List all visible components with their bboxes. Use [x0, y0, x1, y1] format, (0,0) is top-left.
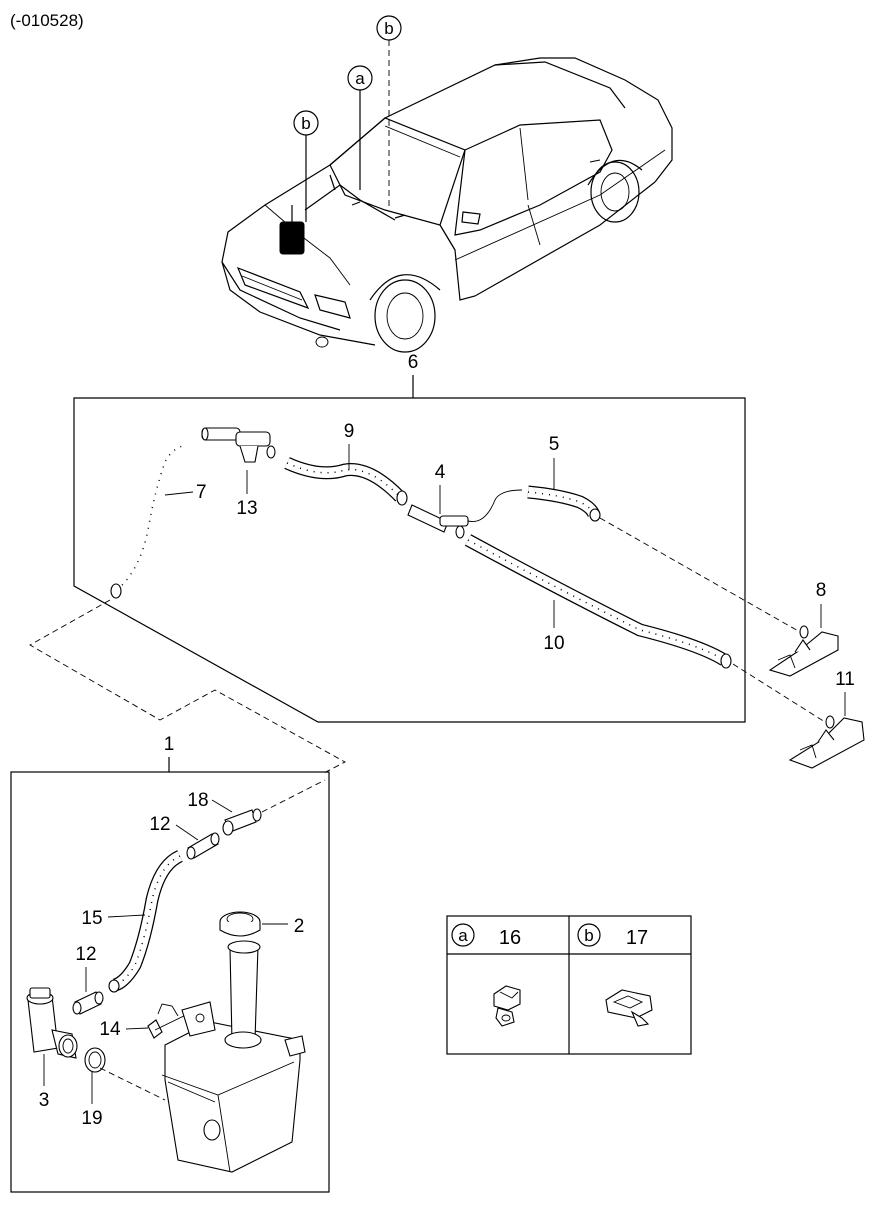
hose-9 — [284, 457, 408, 506]
hose-10 — [464, 534, 732, 669]
hose-12-upper — [186, 832, 220, 860]
legend-part-16: 16 — [499, 927, 521, 949]
callout-12-upper: 12 — [149, 814, 170, 835]
hose-7 — [110, 439, 188, 599]
callout-5: 5 — [549, 434, 560, 455]
legend-letter-a: a — [458, 926, 468, 945]
legend-part-17: 17 — [626, 927, 648, 949]
hose-5 — [527, 485, 601, 522]
washer-reservoir-tank — [161, 940, 306, 1173]
check-valve-18 — [222, 779, 326, 836]
car-washer-tank-icon — [279, 221, 305, 255]
callout-8: 8 — [816, 580, 827, 601]
reservoir-assembly-frame — [10, 771, 330, 1193]
callout-15: 15 — [81, 908, 102, 929]
svg-text:b: b — [301, 114, 310, 133]
hose-12-lower — [72, 991, 104, 1015]
legend-table: a 16 b 17 — [446, 915, 692, 1055]
callout-13: 13 — [236, 498, 257, 519]
callout-14: 14 — [99, 1019, 121, 1040]
callout-7: 7 — [196, 482, 207, 503]
legend-cell-b: b 17 — [577, 923, 653, 1027]
legend-cell-a: a 16 — [451, 923, 521, 1027]
washer-pump-3 — [26, 987, 78, 1059]
callout-18: 18 — [187, 790, 208, 811]
car-illustration — [221, 57, 673, 353]
hose-15 — [108, 850, 184, 993]
callout-11: 11 — [835, 669, 855, 690]
legend-letter-b: b — [584, 926, 593, 945]
connector-13 — [201, 427, 276, 463]
svg-text:b: b — [384, 19, 393, 38]
diagram-code: (-010528) — [10, 11, 84, 30]
callout-10: 10 — [543, 633, 564, 654]
hose-assembly-frame — [73, 397, 746, 723]
callout-6: 6 — [408, 352, 419, 373]
callout-9: 9 — [344, 421, 355, 442]
clip-16-icon — [493, 985, 521, 1027]
bolt-14 — [147, 1003, 193, 1039]
clip-17-icon — [605, 989, 653, 1027]
callout-4: 4 — [435, 462, 446, 483]
joint-4 — [407, 489, 523, 539]
filler-cap-2 — [219, 911, 261, 937]
svg-text:a: a — [355, 69, 365, 88]
nozzle-8 — [768, 625, 839, 677]
car-marker-b-upper: b — [376, 15, 402, 210]
car-marker-b-lower: b — [293, 110, 319, 222]
callout-1: 1 — [164, 734, 175, 755]
callout-3: 3 — [39, 1090, 50, 1111]
callout-12-lower: 12 — [75, 944, 96, 965]
callout-2: 2 — [294, 916, 305, 937]
nozzle-11 — [788, 715, 865, 769]
car-marker-a: a — [347, 65, 373, 190]
callout-19: 19 — [81, 1108, 102, 1129]
grommet-19 — [84, 1047, 166, 1101]
